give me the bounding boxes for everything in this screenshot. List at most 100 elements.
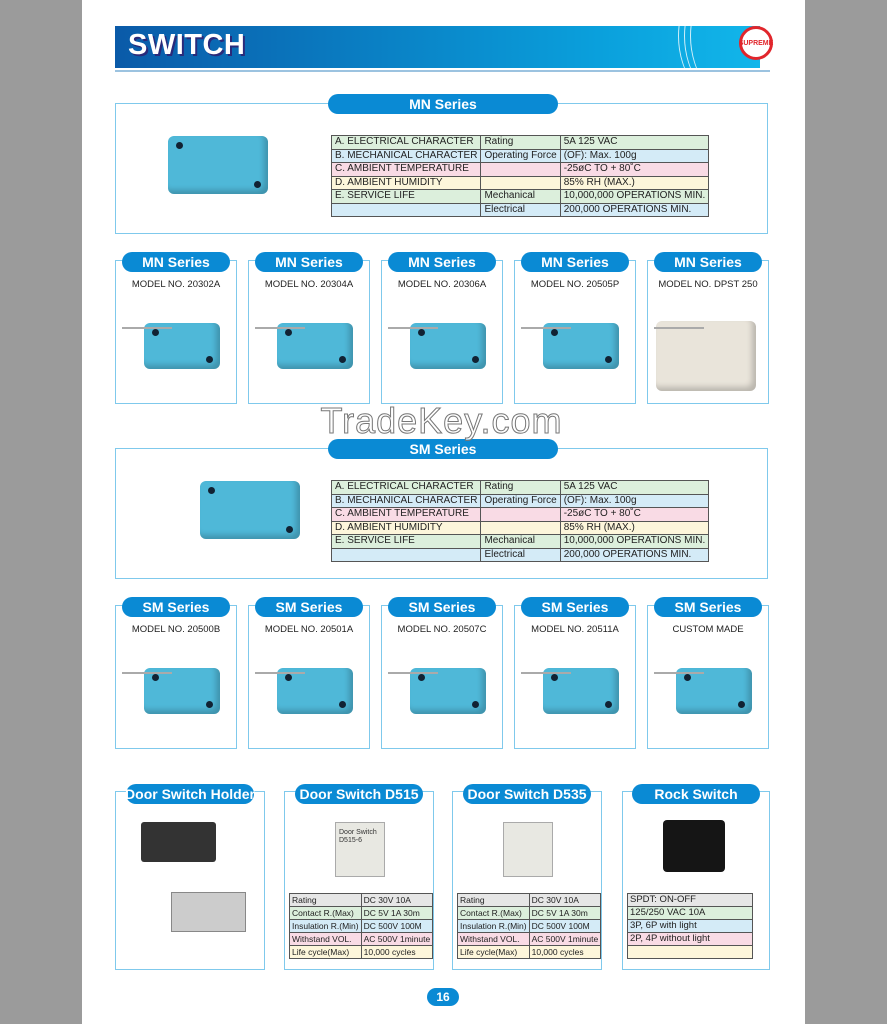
spec-cell: 5A 125 VAC xyxy=(559,480,710,495)
model-number: MODEL NO. 20507C xyxy=(397,624,487,635)
spec-cell: A. ELECTRICAL CHARACTER xyxy=(330,480,482,495)
spec-cell: Mechanical xyxy=(480,534,561,549)
lever xyxy=(255,672,305,674)
spec-row: Contact R.(Max)DC 5V 1A 30m xyxy=(457,906,602,920)
switch-image xyxy=(168,136,268,194)
spec-cell: D. AMBIENT HUMIDITY xyxy=(330,175,482,190)
spec-row xyxy=(627,945,753,959)
spec-cell xyxy=(627,945,753,959)
spec-cell: 10,000,000 OPERATIONS MIN. xyxy=(559,189,710,204)
spec-cell: 200,000 OPERATIONS MIN. xyxy=(559,202,710,217)
product-card[interactable]: MODEL NO. 20501A xyxy=(248,605,370,749)
product-card[interactable]: MODEL NO. 20500B xyxy=(115,605,237,749)
spec-row: 2P, 4P without light xyxy=(627,932,753,946)
product-card[interactable]: MODEL NO. 20304A xyxy=(248,260,370,404)
spec-cell xyxy=(480,175,561,190)
card-title: MN Series xyxy=(388,252,496,272)
supreme-logo: SUPREME xyxy=(739,26,773,60)
card-title: Door Switch D535 xyxy=(463,784,591,804)
spec-cell: E. SERVICE LIFE xyxy=(330,534,482,549)
product-card[interactable]: MODEL NO. 20511A xyxy=(514,605,636,749)
spec-cell: Operating Force xyxy=(480,493,561,508)
rock-switch-image xyxy=(663,820,725,872)
page-title: SWITCH xyxy=(128,29,246,61)
lever xyxy=(122,672,172,674)
card-title: SM Series xyxy=(521,597,629,617)
holder-image xyxy=(141,822,216,862)
card-title: MN Series xyxy=(122,252,230,272)
lever xyxy=(388,327,438,329)
spec-cell: Insulation R.(Min) xyxy=(457,919,530,933)
spec-cell: Life cycle(Max) xyxy=(289,945,362,959)
model-number: MODEL NO. 20304A xyxy=(264,279,354,290)
spec-cell: Contact R.(Max) xyxy=(457,906,530,920)
spec-cell: B. MECHANICAL CHARACTER xyxy=(330,148,482,163)
product-card[interactable]: CUSTOM MADE xyxy=(647,605,769,749)
spec-cell: DC 30V 10A xyxy=(528,893,602,907)
spec-cell: Electrical xyxy=(480,202,561,217)
spec-cell: C. AMBIENT TEMPERATURE xyxy=(330,507,482,522)
product-card[interactable]: MODEL NO. 20302A xyxy=(115,260,237,404)
spec-cell: A. ELECTRICAL CHARACTER xyxy=(330,135,482,150)
switch-image xyxy=(144,668,220,714)
spec-cell: -25øC TO + 80˚C xyxy=(559,507,710,522)
product-card[interactable] xyxy=(115,791,265,970)
spec-cell: -25øC TO + 80˚C xyxy=(559,162,710,177)
card-title: SM Series xyxy=(388,597,496,617)
spec-row: C. AMBIENT TEMPERATURE-25øC TO + 80˚C xyxy=(330,162,710,177)
card-title: MN Series xyxy=(255,252,363,272)
door-switch-image: Door Switch D515-6 xyxy=(335,822,385,877)
spec-cell: Life cycle(Max) xyxy=(457,945,530,959)
spec-cell xyxy=(480,162,561,177)
spec-cell: (OF): Max. 100g xyxy=(559,148,710,163)
spec-cell: Rating xyxy=(289,893,362,907)
model-number: MODEL NO. 20306A xyxy=(397,279,487,290)
spec-row: SPDT: ON-OFF xyxy=(627,893,753,907)
spec-cell: AC 500V 1minute xyxy=(528,932,602,946)
switch-image xyxy=(676,668,752,714)
card-title: MN Series xyxy=(654,252,762,272)
spec-cell: 125/250 VAC 10A xyxy=(627,906,753,920)
spec-cell xyxy=(330,202,482,217)
spec-cell: Insulation R.(Min) xyxy=(289,919,362,933)
product-card[interactable]: MODEL NO. 20306A xyxy=(381,260,503,404)
lever xyxy=(122,327,172,329)
lever xyxy=(255,327,305,329)
spec-row: Insulation R.(Min)DC 500V 100M xyxy=(457,919,602,933)
lever xyxy=(521,327,571,329)
spec-cell: DC 5V 1A 30m xyxy=(528,906,602,920)
spec-cell: Rating xyxy=(480,135,561,150)
spec-cell xyxy=(480,520,561,535)
door-switch-image xyxy=(503,822,553,877)
lever xyxy=(521,672,571,674)
model-number: CUSTOM MADE xyxy=(672,624,744,635)
spec-cell: SPDT: ON-OFF xyxy=(627,893,753,907)
spec-cell: Electrical xyxy=(480,547,561,562)
product-card[interactable]: MODEL NO. DPST 250 xyxy=(647,260,769,404)
header-banner: SWITCH xyxy=(115,26,760,68)
spec-cell: Mechanical xyxy=(480,189,561,204)
switch-image xyxy=(656,321,756,391)
lever xyxy=(654,327,704,329)
spec-cell: DC 500V 100M xyxy=(528,919,602,933)
spec-cell: 200,000 OPERATIONS MIN. xyxy=(559,547,710,562)
model-number: MODEL NO. 20505P xyxy=(530,279,620,290)
spec-row: Withstand VOL.AC 500V 1minute xyxy=(457,932,602,946)
product-card[interactable]: MODEL NO. 20507C xyxy=(381,605,503,749)
spec-cell: DC 30V 10A xyxy=(360,893,434,907)
spec-cell: 10,000 cycles xyxy=(528,945,602,959)
switch-image xyxy=(200,481,300,539)
product-card[interactable]: MODEL NO. 20505P xyxy=(514,260,636,404)
